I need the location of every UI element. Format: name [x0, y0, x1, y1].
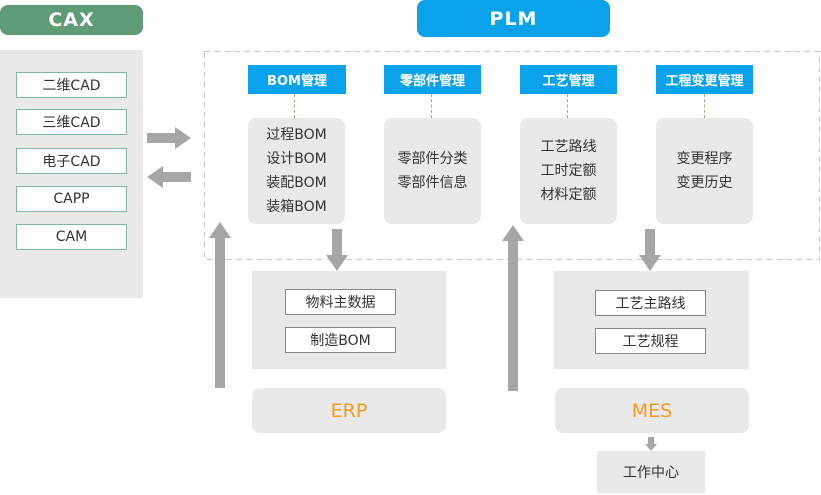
erp-item-material-master: 物料主数据: [285, 289, 396, 315]
erp-item-manufacturing-bom: 制造BOM: [285, 327, 396, 353]
connector-process: [567, 94, 568, 118]
tag-parts-management: 零部件管理: [384, 65, 481, 94]
arrow-up-icon: [502, 225, 524, 391]
mes-item-main-route: 工艺主路线: [595, 290, 706, 316]
connector-parts: [431, 94, 432, 118]
connector-change: [704, 94, 705, 118]
connector-bom: [294, 94, 295, 118]
process-item: 工时定额: [540, 163, 597, 179]
bom-item: 过程BOM: [266, 127, 327, 143]
process-item: 工艺路线: [540, 139, 597, 155]
parts-item: 零部件分类: [397, 151, 468, 167]
mes-item-process-spec: 工艺规程: [595, 328, 706, 354]
arrow-down-icon: [639, 229, 661, 271]
cax-item-electronic-cad: 电子CAD: [16, 148, 127, 174]
cax-item-cam: CAM: [16, 224, 127, 250]
arrow-down-small-icon: [645, 437, 657, 451]
work-center-box: 工作中心: [597, 451, 705, 493]
arrow-right-icon: [147, 127, 191, 149]
cax-item-2d-cad: 二维CAD: [16, 72, 127, 98]
arrow-down-icon: [326, 229, 348, 271]
card-process: 工艺路线 工时定额 材料定额: [520, 118, 617, 224]
plm-title: PLM: [417, 0, 610, 37]
card-parts: 零部件分类 零部件信息: [384, 118, 481, 224]
card-bom: 过程BOM 设计BOM 装配BOM 装箱BOM: [248, 118, 345, 224]
cax-item-capp: CAPP: [16, 186, 127, 212]
bom-item: 设计BOM: [266, 151, 327, 167]
parts-item: 零部件信息: [397, 175, 468, 191]
change-item: 变更程序: [676, 151, 733, 167]
mes-label: MES: [555, 388, 749, 433]
bom-item: 装配BOM: [266, 175, 327, 191]
bom-item: 装箱BOM: [266, 199, 327, 215]
tag-bom-management: BOM管理: [248, 65, 346, 94]
cax-item-3d-cad: 三维CAD: [16, 109, 127, 135]
cax-title: CAX: [0, 5, 143, 35]
tag-process-management: 工艺管理: [520, 65, 617, 94]
card-change: 变更程序 变更历史: [656, 118, 753, 224]
change-item: 变更历史: [676, 175, 733, 191]
erp-panel: [252, 271, 446, 369]
arrow-up-icon: [209, 222, 231, 388]
mes-panel: [554, 271, 749, 369]
process-item: 材料定额: [540, 187, 597, 203]
erp-label: ERP: [252, 388, 446, 433]
tag-change-management: 工程变更管理: [656, 65, 753, 94]
arrow-left-icon: [147, 166, 191, 188]
